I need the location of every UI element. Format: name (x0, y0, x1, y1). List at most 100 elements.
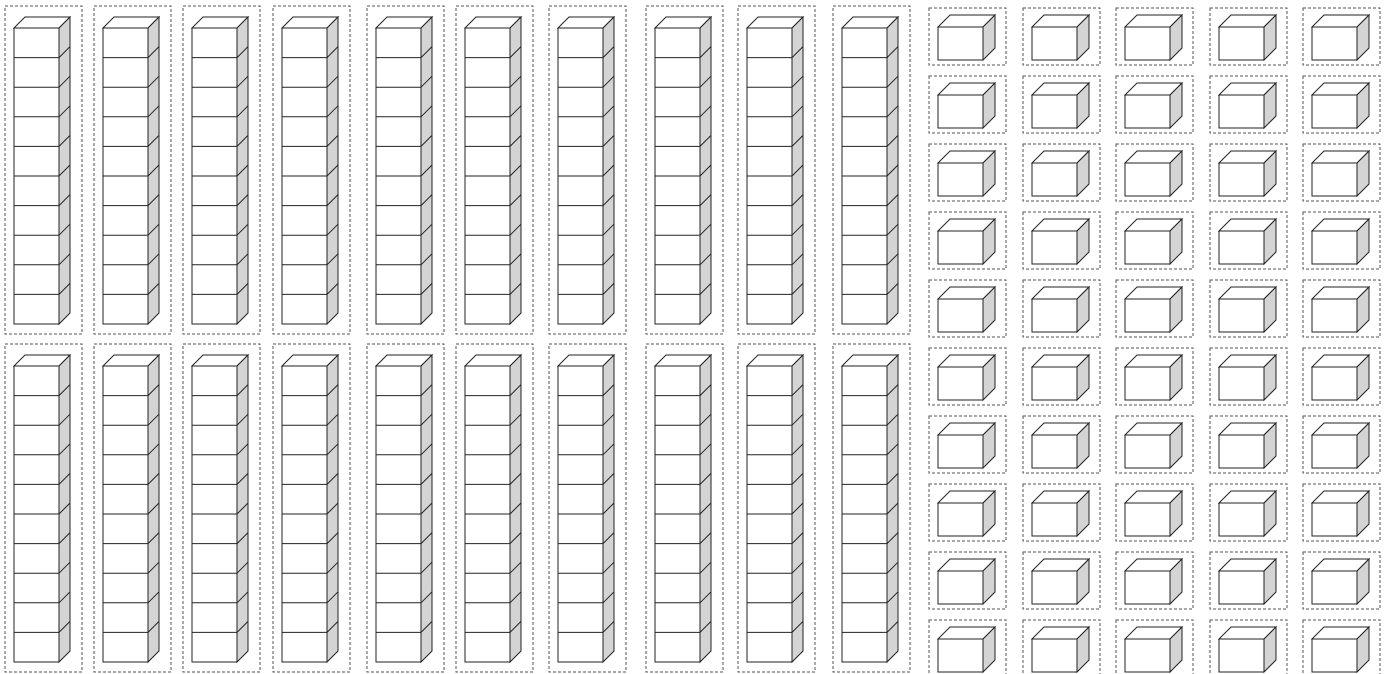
tens-rod (456, 6, 533, 334)
tens-rod (367, 6, 444, 334)
tens-rod (183, 344, 260, 672)
unit-cube (929, 8, 1006, 65)
tens-rod (367, 344, 444, 672)
unit-cube (1116, 212, 1193, 269)
unit-cube (1023, 620, 1100, 674)
unit-cube (1210, 620, 1287, 674)
cube-front-face (1312, 231, 1357, 264)
unit-cube (1023, 552, 1100, 609)
cube-front-face (1032, 163, 1077, 196)
cube-front-face (1032, 639, 1077, 672)
unit-cube (929, 212, 1006, 269)
cube-front-face (1312, 95, 1357, 128)
unit-cube (1210, 144, 1287, 201)
unit-cube (1023, 348, 1100, 405)
cube-front-face (1032, 231, 1077, 264)
cube-front-face (938, 27, 983, 60)
unit-cube (1210, 280, 1287, 337)
tens-rod (456, 344, 533, 672)
tens-rod (549, 6, 626, 334)
tens-rod (646, 344, 723, 672)
cube-front-face (1125, 163, 1170, 196)
unit-cube (1023, 416, 1100, 473)
cube-front-face (1312, 571, 1357, 604)
unit-cube (1303, 484, 1380, 541)
unit-cube (1116, 348, 1193, 405)
tens-rod (94, 6, 171, 334)
cube-front-face (1032, 503, 1077, 536)
unit-cube (1210, 552, 1287, 609)
cube-front-face (1219, 639, 1264, 672)
cube-front-face (938, 231, 983, 264)
tens-rod (273, 6, 350, 334)
tens-rod (738, 6, 815, 334)
unit-cube (929, 280, 1006, 337)
cube-front-face (1125, 27, 1170, 60)
cube-front-face (1219, 231, 1264, 264)
tens-rods-area (5, 6, 910, 672)
unit-cubes-area (929, 8, 1380, 674)
unit-cube (1303, 76, 1380, 133)
cube-front-face (1125, 231, 1170, 264)
tens-rod (94, 344, 171, 672)
unit-cube (1210, 484, 1287, 541)
cube-front-face (1219, 95, 1264, 128)
cube-front-face (1312, 163, 1357, 196)
unit-cube (1303, 348, 1380, 405)
cube-front-face (1219, 27, 1264, 60)
unit-cube (1210, 76, 1287, 133)
cube-front-face (1125, 367, 1170, 400)
cube-front-face (1032, 95, 1077, 128)
cube-front-face (1219, 163, 1264, 196)
unit-cube (1210, 348, 1287, 405)
cube-front-face (1312, 299, 1357, 332)
unit-cube (929, 484, 1006, 541)
cube-front-face (1219, 503, 1264, 536)
unit-cube (1116, 144, 1193, 201)
unit-cube (1023, 8, 1100, 65)
cube-front-face (938, 435, 983, 468)
cube-front-face (1125, 503, 1170, 536)
unit-cube (1023, 212, 1100, 269)
unit-cube (1116, 484, 1193, 541)
cube-front-face (938, 299, 983, 332)
cube-front-face (1219, 435, 1264, 468)
cube-front-face (1032, 367, 1077, 400)
tens-rod (738, 344, 815, 672)
tens-rod (5, 344, 82, 672)
cube-front-face (1125, 639, 1170, 672)
tens-rod (833, 344, 910, 672)
cube-front-face (1219, 571, 1264, 604)
cube-front-face (1125, 571, 1170, 604)
tens-rod (833, 6, 910, 334)
unit-cube (1116, 416, 1193, 473)
cube-front-face (938, 571, 983, 604)
cube-front-face (1219, 299, 1264, 332)
cube-front-face (938, 367, 983, 400)
unit-cube (929, 348, 1006, 405)
unit-cube (1303, 620, 1380, 674)
cube-front-face (1032, 299, 1077, 332)
unit-cube (929, 76, 1006, 133)
cube-front-face (1125, 435, 1170, 468)
tens-rod (646, 6, 723, 334)
unit-cube (1116, 76, 1193, 133)
unit-cube (1303, 280, 1380, 337)
cube-front-face (1312, 367, 1357, 400)
cube-front-face (1032, 435, 1077, 468)
tens-rod (549, 344, 626, 672)
unit-cube (929, 416, 1006, 473)
unit-cube (1210, 416, 1287, 473)
unit-cube (1023, 484, 1100, 541)
unit-cube (929, 144, 1006, 201)
unit-cube (1116, 280, 1193, 337)
cube-front-face (1312, 27, 1357, 60)
unit-cube (929, 620, 1006, 674)
tens-rod (5, 6, 82, 334)
unit-cube (1023, 76, 1100, 133)
unit-cube (1303, 416, 1380, 473)
cube-front-face (1312, 435, 1357, 468)
unit-cube (1116, 8, 1193, 65)
cube-front-face (938, 503, 983, 536)
unit-cube (1023, 280, 1100, 337)
